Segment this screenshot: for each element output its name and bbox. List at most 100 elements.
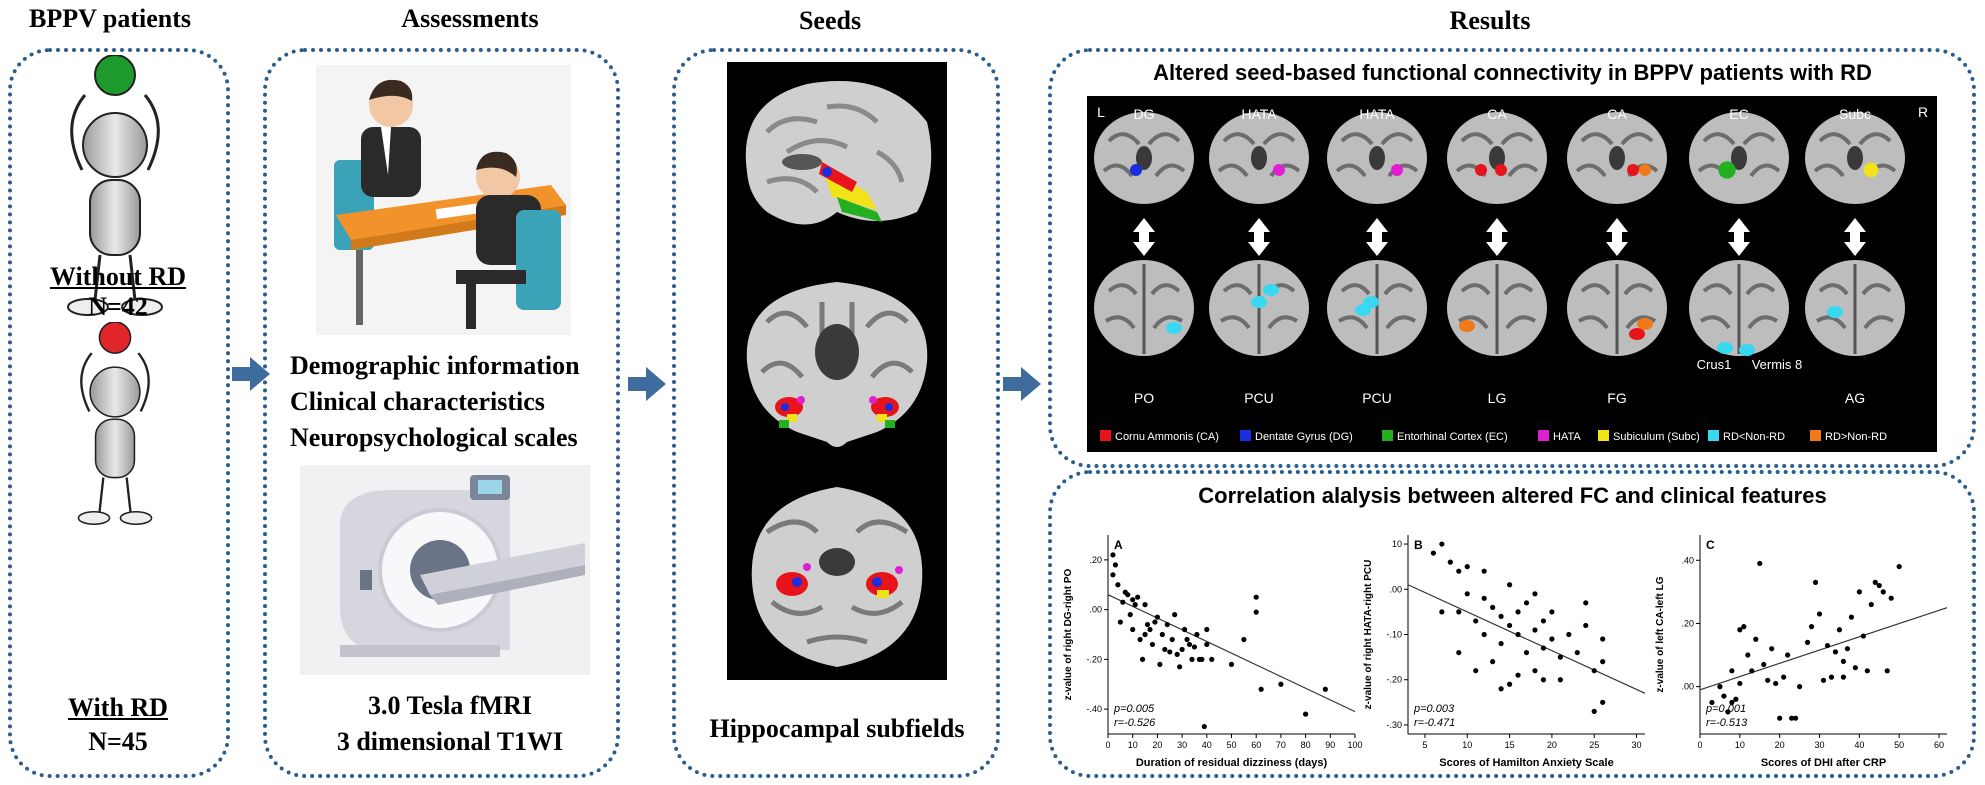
legend-swatch [1810,430,1821,441]
data-point [1836,627,1843,633]
data-point [1303,711,1309,717]
data-point [1137,636,1143,643]
p-value: p=0.005 [1113,703,1155,715]
data-point [1884,668,1890,674]
seed-label: Subc [1839,106,1871,122]
data-point [1864,668,1870,674]
r-value: r=-0.513 [1706,717,1748,729]
y-axis-label: z-value of left CA-left LG [1655,576,1666,692]
legend-item: RD>Non-RD [1810,430,1887,443]
data-point [1186,641,1193,648]
data-point [1852,665,1858,671]
data-point [1737,680,1743,687]
axial-slice-2 [1209,260,1309,356]
data-point [1729,668,1735,674]
x-tick-label: 25 [1589,740,1599,750]
data-point [1204,641,1210,648]
data-point [1848,614,1854,620]
legend-label: Cornu Ammonis (CA) [1115,431,1219,443]
data-point [1278,681,1284,687]
data-point [1506,622,1513,629]
data-point [1117,619,1123,625]
seed-label: DG [1133,106,1155,122]
data-point [1132,602,1138,608]
regression-line [1407,584,1646,694]
data-point [1856,589,1862,595]
data-point [1127,612,1133,618]
data-point [1228,661,1235,667]
fc-results-title: Altered seed-based functional connectivi… [1153,60,1872,85]
target-label: PO [1133,390,1155,406]
x-tick-label: 10 [1128,740,1138,750]
x-tick-label: 90 [1325,740,1335,750]
data-point [1241,636,1247,643]
y-tick-label: -.40 [1086,704,1102,714]
assessment-list: Demographic information Clinical charact… [290,348,580,456]
data-point [1600,659,1606,665]
y-tick-label: -.20 [1386,675,1402,685]
data-point [1532,668,1538,674]
x-tick-label: 30 [1177,740,1187,750]
data-point [1840,674,1847,680]
x-tick-label: 70 [1276,740,1286,750]
bppv-patients-box [8,48,230,778]
assessment-item: Demographic information [290,351,580,380]
data-point [1201,723,1207,730]
data-point [1591,668,1597,674]
regression-line [1107,594,1356,713]
arrow-right-icon [628,367,666,401]
panel-letter: B [1414,538,1423,552]
data-point [1154,614,1160,620]
x-tick-label: 50 [1226,740,1236,750]
data-point [1832,649,1839,655]
vermis8-label: Vermis 8 [1751,357,1803,372]
data-point [1209,656,1215,662]
group-with-rd-n: N=45 [88,727,148,756]
data-point [1717,684,1723,690]
data-point [1439,541,1445,547]
y-tick-label: -.20 [1086,654,1102,664]
data-point [1194,631,1200,638]
data-point [1179,646,1185,653]
data-point [1464,564,1470,570]
data-point [1164,621,1170,628]
x-tick-label: 10 [1462,740,1472,750]
data-point [1796,684,1803,690]
seed-label: HATA [1359,106,1395,122]
data-point [1490,659,1496,665]
data-point [1162,646,1168,653]
coronal-slice-6 [1689,112,1789,204]
group-without-rd-n: N=42 [88,292,148,321]
y-tick-label: .00 [1389,584,1402,594]
data-point [1820,677,1827,683]
y-axis-label: z-value of right HATA-right PCU [1363,560,1374,710]
data-point [1115,582,1121,588]
data-point [1523,600,1530,606]
seed-label: CA [1607,106,1627,122]
data-point [1876,582,1882,589]
patient-without-rd-figure [67,55,163,316]
data-point [1773,680,1779,687]
x-tick-label: 20 [1152,740,1162,750]
data-point [1204,626,1210,633]
data-point [1824,642,1831,649]
data-point [1447,559,1453,565]
data-point [1532,627,1538,633]
legend-swatch [1538,430,1549,441]
axial-slice-6 [1689,260,1789,356]
data-point [1139,656,1146,662]
data-point [1169,636,1175,643]
target-label: AG [1844,390,1866,406]
x-tick-label: 40 [1202,740,1212,750]
y-tick-label: .20 [1089,555,1102,565]
legend-swatch [1240,430,1251,441]
data-point [1199,656,1205,662]
target-label: PCU [1244,390,1274,406]
data-point [1253,594,1259,600]
data-point [1481,595,1487,601]
regression-line [1699,607,1948,691]
x-tick-label: 0 [1697,740,1702,750]
data-point [1506,582,1513,588]
x-tick-label: 80 [1301,740,1311,750]
